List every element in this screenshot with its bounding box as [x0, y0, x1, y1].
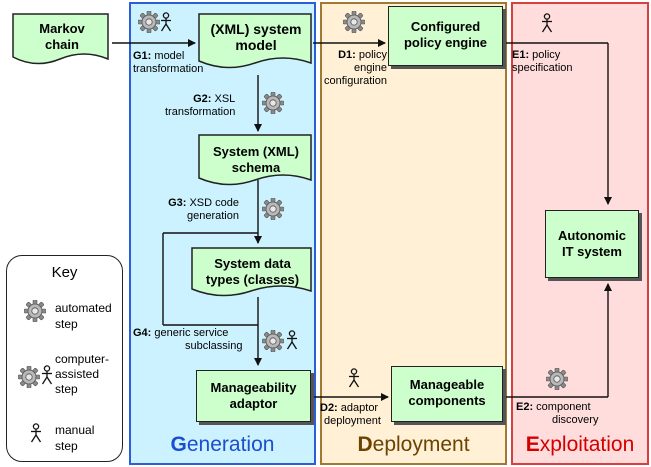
deployment-phase: Deployment — [320, 2, 507, 465]
d2-person-icon — [348, 368, 360, 393]
g4-label: G4: generic service subclassing — [133, 327, 243, 352]
key-manual-person-icon — [30, 423, 42, 448]
d2-label: D2: adaptor deployment — [320, 402, 381, 427]
g4-person-icon — [286, 330, 298, 355]
g2-label: G2: XSL transformation — [165, 93, 236, 118]
g4-gear-icon — [261, 329, 285, 357]
key-automated-gear-icon — [23, 299, 47, 327]
system-xml-schema-node: System (XML)schema — [198, 134, 314, 192]
g1-gear-icon — [137, 10, 161, 38]
key-title: Key — [51, 264, 78, 281]
g2-gear-icon — [261, 91, 285, 119]
deployment-title: Deployment — [357, 433, 470, 456]
e2-gear-icon — [545, 367, 569, 395]
key-box: Key — [6, 255, 123, 462]
g1-label: G1: model transformation — [133, 50, 204, 75]
exploitation-title: Exploitation — [525, 433, 635, 456]
g3-label: G3: XSD code generation — [168, 197, 239, 222]
generation-title: Generation — [170, 433, 275, 456]
d1-gear-icon — [342, 10, 366, 38]
key-assisted-gear-icon — [17, 365, 41, 393]
g1-person-icon — [160, 12, 172, 37]
g3-gear-icon — [261, 197, 285, 225]
key-assisted-person-icon — [41, 365, 53, 390]
d1-label: D1: policy engine configuration — [324, 49, 387, 87]
e2-label: E2: component discovery — [516, 401, 599, 426]
e1-label: E1: policy specification — [512, 49, 573, 74]
e1-person-icon — [541, 13, 553, 38]
